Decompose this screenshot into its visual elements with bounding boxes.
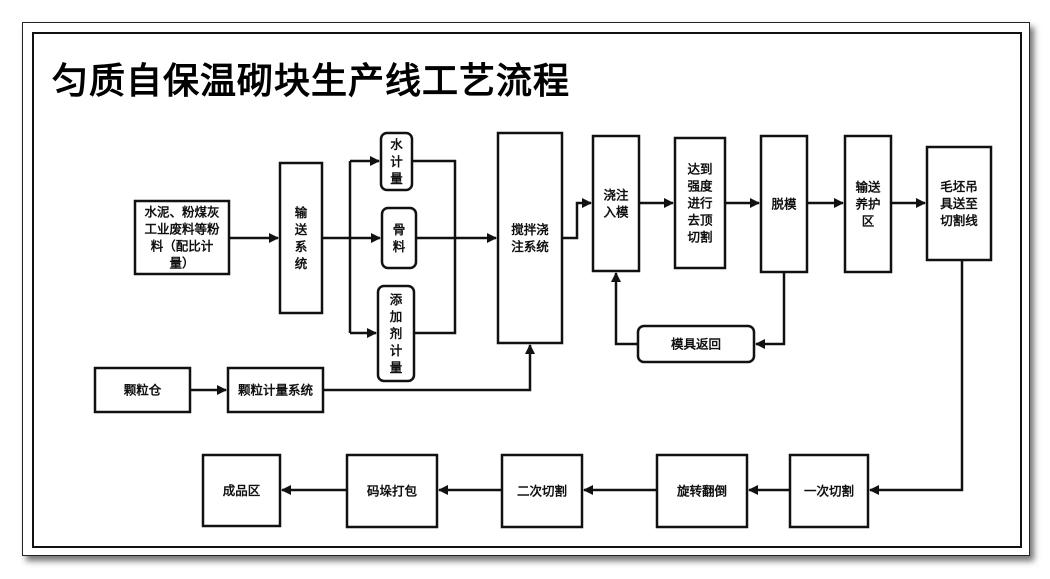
node-label: 养护 xyxy=(854,197,880,212)
node-label: 切割线 xyxy=(940,213,978,228)
node-label: 毛坯吊 xyxy=(940,179,978,194)
node-box xyxy=(788,453,870,529)
node-label: 强度 xyxy=(687,179,713,194)
node-label: 输送 xyxy=(855,180,881,195)
node-label: 计 xyxy=(390,343,403,358)
node-label: 模具返回 xyxy=(671,337,721,352)
node-label: 水 xyxy=(390,137,403,152)
node-label: 注系统 xyxy=(511,239,549,254)
node-label: 量） xyxy=(169,256,194,271)
node-box xyxy=(673,136,727,270)
node-flip: 旋转翻倒 xyxy=(655,453,749,529)
edge-mix-pour xyxy=(562,198,592,240)
node-label: 颗粒仓 xyxy=(124,383,162,398)
node-mold-return: 模具返回 xyxy=(636,324,756,364)
node-label: 成品区 xyxy=(223,483,261,498)
node-box xyxy=(500,453,584,529)
node-label: 计 xyxy=(390,154,403,169)
edge-lift-cut1 xyxy=(869,260,964,495)
node-label: 区 xyxy=(862,214,875,229)
node-label: 统 xyxy=(295,256,308,271)
node-cut1: 一次切割 xyxy=(788,453,870,529)
node-box xyxy=(133,199,231,276)
node-label: 一次切割 xyxy=(804,484,854,499)
node-label: 脱模 xyxy=(771,197,797,212)
node-demold: 脱模 xyxy=(759,134,809,274)
node-box xyxy=(925,145,993,262)
node-label: 工业废料等粉 xyxy=(144,222,220,237)
node-label: 骨 xyxy=(393,222,406,237)
node-label: 进行 xyxy=(687,196,713,211)
edge-convey-branch xyxy=(322,161,352,333)
edge-return-pour xyxy=(611,272,638,346)
node-label: 添 xyxy=(390,292,403,307)
node-box xyxy=(379,131,414,192)
node-box xyxy=(93,366,192,414)
node-box xyxy=(278,161,324,315)
node-label: 系 xyxy=(295,239,308,254)
diagram-inner-border xyxy=(32,32,1022,548)
node-label: 码垛打包 xyxy=(367,484,418,499)
node-label: 入模 xyxy=(603,205,629,220)
node-water: 水计量 xyxy=(379,131,414,192)
node-box xyxy=(759,134,809,274)
node-aggregate: 骨料 xyxy=(380,206,418,270)
node-granule-meter: 颗粒计量系统 xyxy=(226,366,325,414)
node-label: 旋转翻倒 xyxy=(676,484,727,499)
node-box xyxy=(636,324,756,364)
node-cut2: 二次切割 xyxy=(500,453,584,529)
node-label: 具送至 xyxy=(939,196,978,211)
edge-demold-return xyxy=(755,272,786,349)
node-box xyxy=(496,131,564,345)
node-box xyxy=(376,284,416,383)
node-box xyxy=(655,453,749,529)
node-label: 切割 xyxy=(687,230,712,245)
node-label: 二次切割 xyxy=(517,484,567,499)
node-product: 成品区 xyxy=(201,453,282,528)
node-box xyxy=(380,206,418,270)
node-granule-bin: 颗粒仓 xyxy=(93,366,192,414)
node-box xyxy=(345,453,439,529)
node-label: 输 xyxy=(295,205,308,220)
node-label: 剂 xyxy=(389,326,403,341)
node-label: 料（配比计 xyxy=(151,239,214,254)
node-label: 达到 xyxy=(687,162,712,177)
node-label: 水泥、粉煤灰 xyxy=(144,205,220,220)
node-label: 料 xyxy=(393,239,406,254)
node-label: 搅拌浇 xyxy=(511,222,549,237)
node-label: 量 xyxy=(390,171,403,186)
edge-merge xyxy=(412,159,457,335)
edge-meter-mix xyxy=(323,344,535,392)
node-box xyxy=(226,366,325,414)
node-label: 送 xyxy=(294,222,308,237)
node-label: 量 xyxy=(390,360,403,375)
node-pack: 码垛打包 xyxy=(345,453,439,529)
page-title: 匀质自保温砌块生产线工艺流程 xyxy=(52,61,571,102)
node-label: 浇注 xyxy=(603,188,629,203)
connectors xyxy=(190,156,964,495)
node-box xyxy=(843,134,893,274)
node-label: 颗粒计量系统 xyxy=(238,383,314,398)
node-box xyxy=(591,134,641,273)
node-label: 去顶 xyxy=(687,213,713,228)
node-label: 加 xyxy=(389,309,403,324)
node-box xyxy=(201,453,282,528)
